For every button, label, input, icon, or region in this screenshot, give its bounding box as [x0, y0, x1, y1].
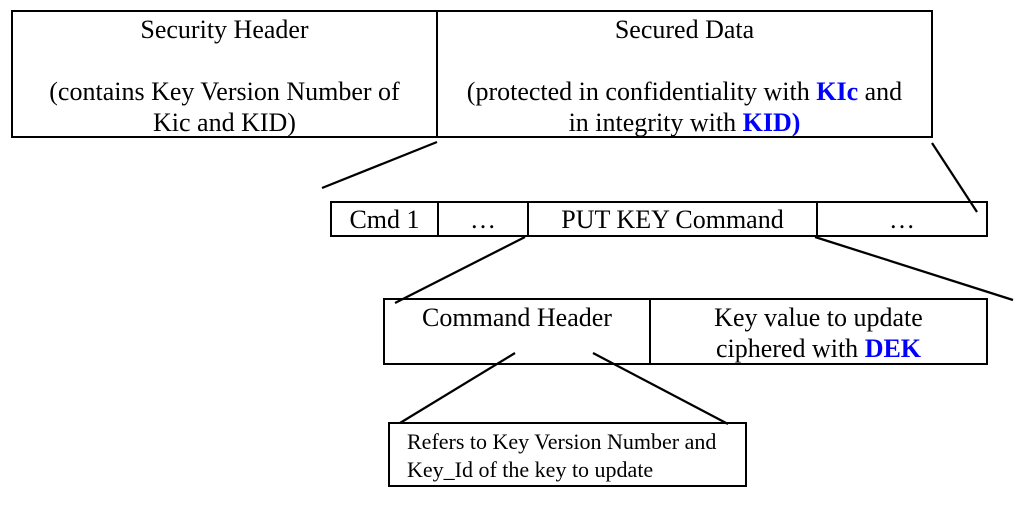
key-reference-note-box: Refers to Key Version Number and Key_Id … — [388, 422, 747, 487]
security-header-desc-line2: Kic and KID) — [153, 108, 296, 136]
security-header-desc-line1: (contains Key Version Number of — [49, 77, 400, 106]
put-key-detail-row: Command Header Key value to update ciphe… — [383, 298, 988, 365]
secured-data-box: Secured Data (protected in confidentiali… — [438, 12, 931, 136]
blank-line — [438, 45, 931, 76]
cmd1-cell: Cmd 1 — [332, 203, 439, 235]
note-line2: Key_Id of the key to update — [407, 457, 654, 482]
key-value-box: Key value to update ciphered with DEK — [651, 300, 986, 363]
security-header-box: Security Header (contains Key Version Nu… — [13, 12, 438, 136]
secured-data-desc-line1-post: and — [858, 77, 903, 106]
blank-line — [13, 45, 436, 76]
secured-packet-row: Security Header (contains Key Version Nu… — [11, 10, 933, 138]
ellipsis-cell-right: … — [889, 204, 915, 234]
command-header-label: Command Header — [422, 303, 612, 332]
secured-data-desc-line1-pre: (protected in confidentiality with — [466, 77, 817, 106]
connector-security-divider-to-command-row — [321, 140, 438, 190]
kid-keyword: KID) — [742, 108, 801, 136]
key-value-line2: ciphered with DEK — [651, 333, 986, 363]
kic-keyword: KIc — [816, 77, 859, 106]
key-value-line2-pre: ciphered with — [715, 334, 865, 363]
secured-data-title: Secured Data — [614, 15, 755, 44]
dek-keyword: DEK — [864, 334, 922, 363]
connector-ellipsis-to-command-header — [394, 235, 526, 305]
secured-data-desc-line2: in integrity with KID) — [438, 107, 931, 136]
ellipsis-cell-left: … — [439, 203, 529, 235]
secured-data-desc-line1: (protected in confidentiality with KIc a… — [438, 76, 931, 107]
note-line1: Refers to Key Version Number and — [407, 429, 717, 454]
connector-putkey-to-key-value — [814, 235, 1014, 302]
secured-data-desc-line2-pre: in integrity with — [568, 108, 743, 136]
key-value-line1: Key value to update — [714, 303, 923, 332]
command-sequence-row: Cmd 1 … PUT KEY Command … — [330, 201, 988, 237]
command-header-box: Command Header — [385, 300, 651, 363]
security-header-title: Security Header — [140, 15, 309, 44]
put-key-command-cell: PUT KEY Command — [529, 203, 818, 235]
